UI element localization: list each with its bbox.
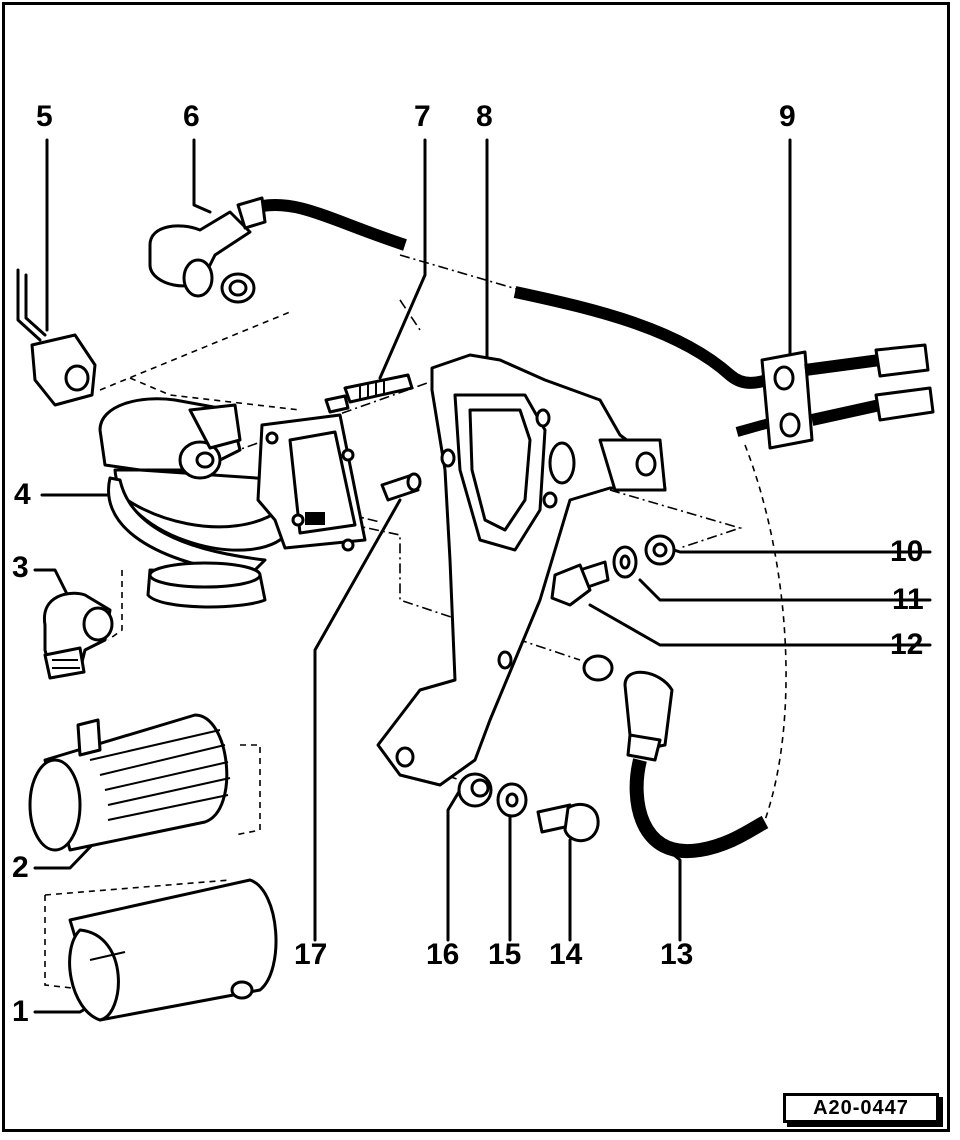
part-3-elbow [43,591,114,680]
label-part-16: 16 [426,938,460,971]
label-part-9: 9 [779,100,796,133]
part-6-elbow-hose [148,196,267,304]
part-4-valve [98,397,367,609]
label-part-8: 8 [476,100,493,133]
label-part-12: 12 [890,628,924,661]
assembly-lines [44,254,787,991]
part-5-connector [16,268,97,407]
label-part-5: 5 [36,100,53,133]
label-part-1: 1 [12,995,29,1028]
label-part-15: 15 [488,938,522,971]
part-17-stud [380,472,422,502]
label-part-2: 2 [12,851,29,884]
parts-14-15-16-fasteners [457,772,600,843]
label-part-10: 10 [890,535,924,568]
drawing-reference-number: A20-0447 [783,1093,939,1123]
diagram-frame [2,2,950,1132]
part-13-hose [582,654,769,859]
part-7-screw [324,373,414,414]
part-8-bracket [376,353,667,787]
label-part-7: 7 [414,100,431,133]
part-2-filter [28,713,231,852]
label-part-11: 11 [892,583,924,616]
label-part-13: 13 [660,938,694,971]
label-part-17: 17 [294,938,328,971]
label-part-3: 3 [12,551,29,584]
label-part-14: 14 [549,938,583,971]
parts-10-11-12-fasteners [550,534,676,607]
label-part-4: 4 [14,478,31,511]
label-part-6: 6 [183,100,200,133]
part-9-pipe-bracket [760,343,935,450]
part-1-sleeve [68,878,278,1022]
